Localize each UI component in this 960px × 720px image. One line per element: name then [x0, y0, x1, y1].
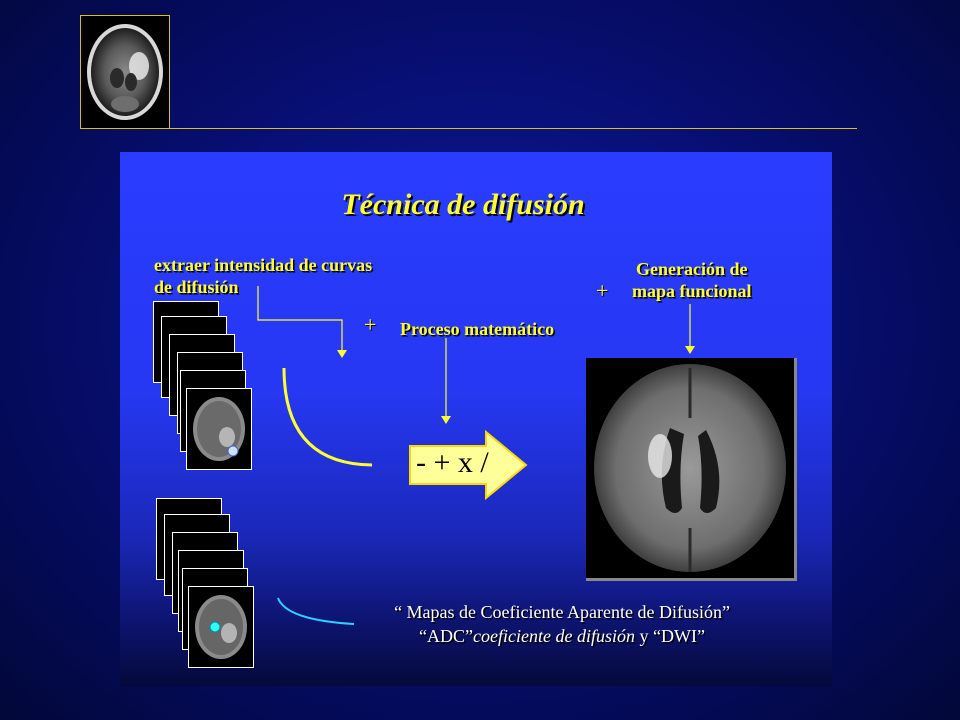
caption-dwi: y “DWI” — [639, 626, 705, 646]
caption-italic: coeficiente de difusión — [473, 626, 635, 646]
slice-image-front — [186, 388, 252, 470]
slide-title: Técnica de difusión — [341, 188, 585, 221]
plus-sign-process: + — [364, 312, 377, 337]
extract-label-line2: de difusión — [154, 277, 239, 297]
plus-sign-generation: + — [596, 278, 609, 303]
caption-line2: “ADC”coeficiente de difusión y “DWI” — [332, 624, 792, 648]
diagram-panel: Técnica de difusión extraer intensidad d… — [120, 152, 832, 686]
slice-image-front — [188, 586, 254, 668]
generation-label: Generación de mapa funcional — [632, 258, 752, 302]
caption-adc: “ADC” — [419, 626, 474, 646]
extract-label: extraer intensidad de curvas de difusión — [154, 254, 372, 298]
brain-thumbnail-image — [80, 15, 170, 129]
functional-map-image — [586, 358, 797, 581]
extract-label-line1: extraer intensidad de curvas — [154, 255, 373, 275]
generation-label-line1: Generación de — [636, 259, 748, 279]
header-rule — [80, 128, 857, 129]
caption: “ Mapas de Coeficiente Aparente de Difus… — [332, 600, 792, 648]
process-label: Proceso matemático — [400, 319, 555, 339]
math-operations: - + x / — [416, 446, 489, 479]
generation-label-line2: mapa funcional — [632, 281, 752, 301]
diagram-connectors — [257, 286, 695, 625]
caption-line1: “ Mapas de Coeficiente Aparente de Difus… — [394, 602, 730, 622]
operations-arrow-icon — [409, 429, 528, 501]
